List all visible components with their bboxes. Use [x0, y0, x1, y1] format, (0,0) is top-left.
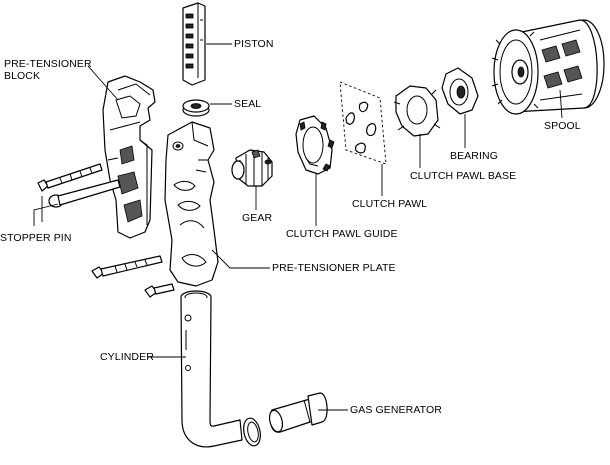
label-pretensioner-block-line2: BLOCK [4, 70, 41, 82]
bearing-part [441, 67, 479, 115]
label-piston: PISTON [234, 38, 274, 50]
pretensioner-plate-part [164, 121, 219, 287]
piston-part [182, 2, 206, 86]
pretensioner-block-part [102, 75, 156, 239]
label-clutch-pawl-base: CLUTCH PAWL BASE [410, 170, 517, 182]
clutch-pawl-part [339, 81, 387, 165]
leader-lines [33, 43, 563, 411]
stopper-pin [48, 179, 121, 208]
label-bearing: BEARING [450, 150, 498, 162]
label-gear: GEAR [242, 212, 273, 224]
label-clutch-pawl-guide: CLUTCH PAWL GUIDE [286, 228, 398, 240]
clutch-pawl-guide-part [295, 115, 335, 175]
label-pretensioner-plate: PRE-TENSIONER PLATE [272, 262, 396, 274]
gas-generator-part [268, 392, 328, 433]
bolt-upper [37, 163, 103, 192]
clutch-pawl-base-part [393, 85, 441, 137]
bolt-lower-small [144, 283, 175, 298]
label-clutch-pawl: CLUTCH PAWL [352, 198, 428, 210]
seal-part [182, 99, 210, 117]
spool-part [491, 19, 605, 115]
label-spool: SPOOL [544, 120, 581, 132]
label-stopper-pin: STOPPER PIN [0, 232, 72, 244]
bolt-lower-left [91, 255, 163, 279]
label-gas-generator: GAS GENERATOR [350, 404, 442, 416]
label-cylinder: CYLINDER [100, 351, 154, 363]
label-pretensioner-block-line1: PRE-TENSIONER [4, 58, 92, 70]
cylinder-part [180, 290, 261, 448]
gear-part [231, 149, 273, 187]
label-seal: SEAL [234, 98, 262, 110]
